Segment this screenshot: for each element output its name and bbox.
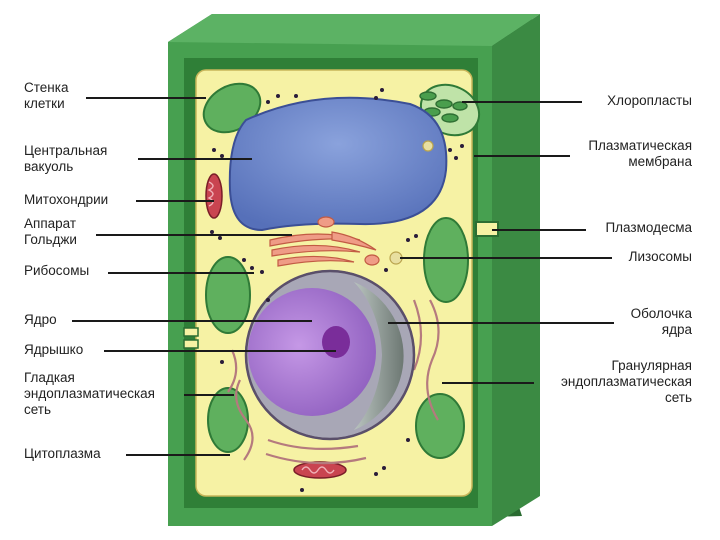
label-mitochondria: Митохондрии — [24, 192, 109, 207]
leader-line — [86, 97, 206, 99]
leader-line — [474, 155, 570, 157]
leader-line — [388, 322, 614, 324]
label-plasma-membrane: Плазматическая мембрана — [588, 138, 692, 169]
golgi-apparatus — [269, 216, 380, 267]
nucleolus — [322, 326, 350, 358]
label-plasmodesma: Плазмодесма — [605, 220, 692, 235]
label-granular-er: Гранулярная эндоплазматическая сеть — [561, 358, 692, 405]
leader-line — [72, 320, 312, 322]
leader-line — [108, 272, 254, 274]
label-nucleolus: Ядрышко — [24, 342, 84, 357]
label-smooth-er: Гладкая эндоплазматическая сеть — [24, 370, 155, 417]
leader-line — [126, 454, 230, 456]
mitochondria — [205, 173, 347, 479]
leader-line — [492, 229, 586, 231]
central-vacuole — [228, 96, 448, 232]
leader-line — [442, 382, 534, 384]
label-chloroplasts: Хлоропласты — [607, 93, 692, 108]
label-lysosomes: Лизосомы — [628, 249, 692, 264]
leader-line — [138, 158, 252, 160]
leader-line — [184, 394, 234, 396]
leader-line — [400, 257, 612, 259]
label-central-vacuole: Центральная вакуоль — [24, 143, 108, 174]
label-ribosomes: Рибосомы — [24, 263, 90, 278]
leader-line — [104, 350, 336, 352]
label-cell-wall: Стенка клетки — [24, 80, 69, 111]
label-nucleus: Ядро — [24, 312, 57, 327]
leader-line — [136, 200, 214, 202]
ribosomes — [210, 88, 464, 492]
label-golgi: Аппарат Гольджи — [24, 216, 77, 247]
leader-line — [462, 101, 582, 103]
label-nuclear-envelope: Оболочка ядра — [630, 306, 692, 337]
leader-line — [96, 234, 292, 236]
label-cytoplasm: Цитоплазма — [24, 446, 101, 461]
